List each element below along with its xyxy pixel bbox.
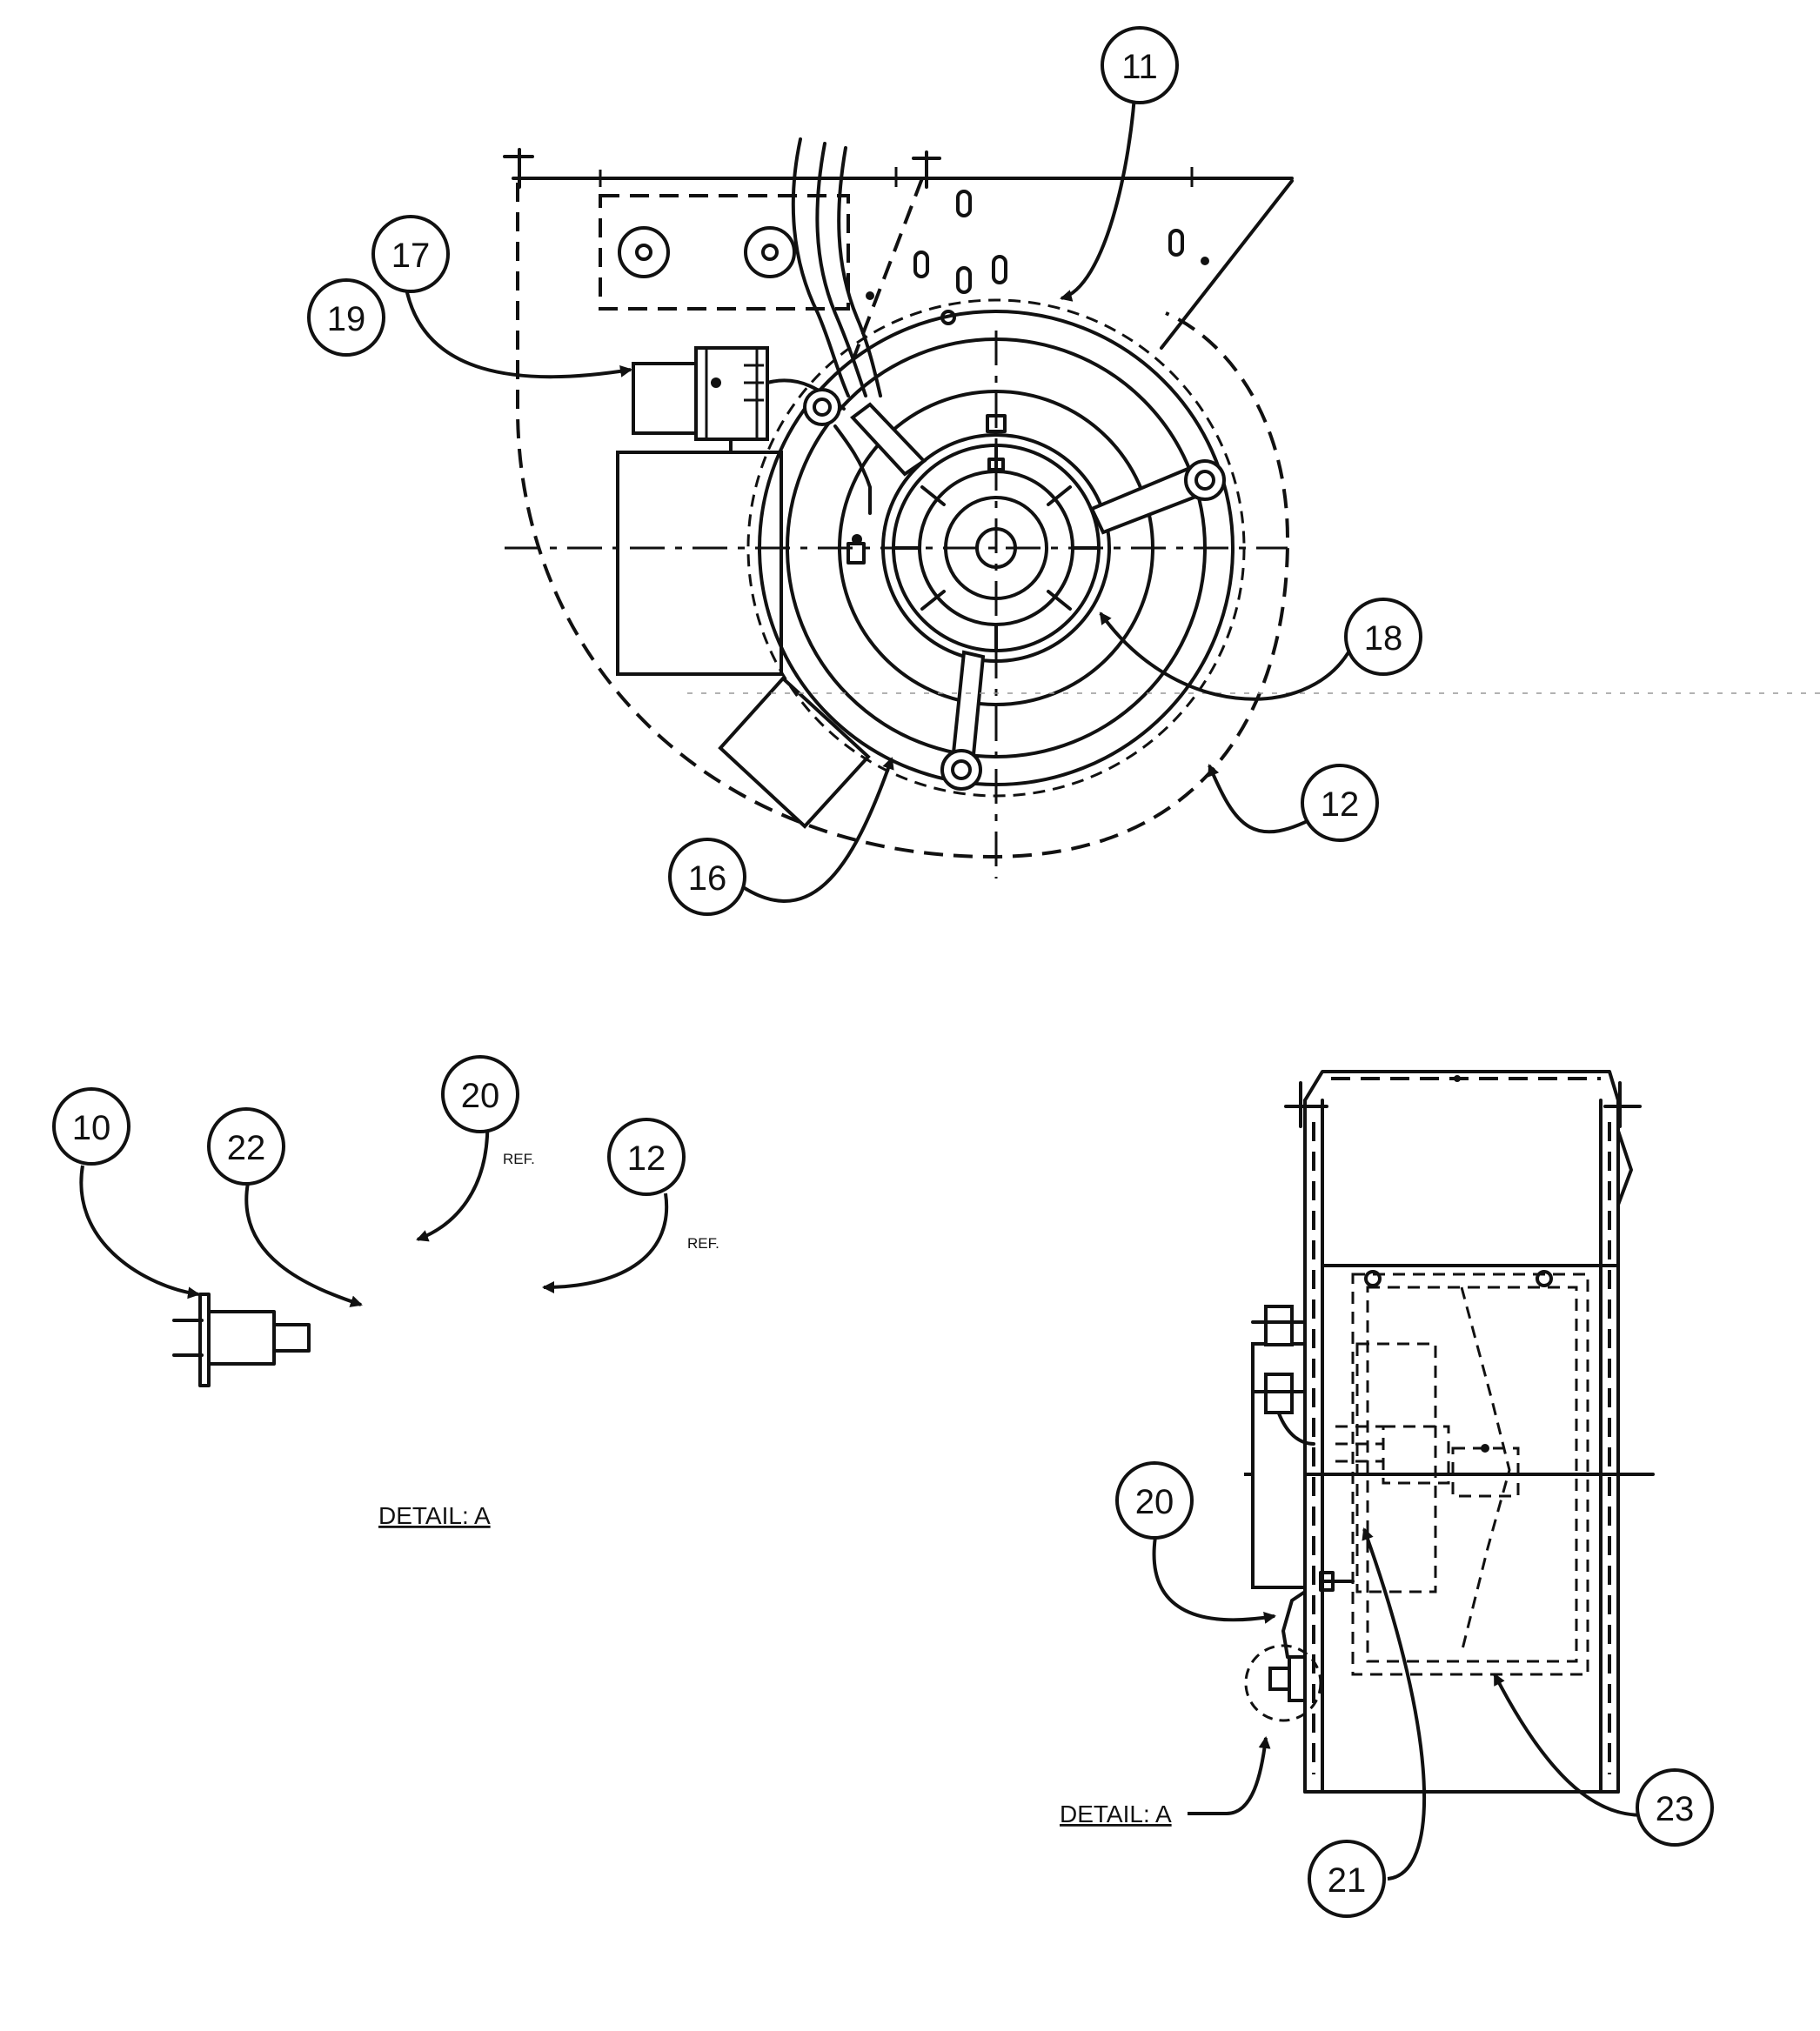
detail-a-caption: DETAIL: A [378, 1502, 491, 1529]
callout-20-side-label: 20 [1135, 1483, 1174, 1521]
callout-10-label: 10 [72, 1109, 111, 1147]
detail-a-pointer-label: DETAIL: A [1060, 1801, 1172, 1827]
callout-18: 18 [1344, 598, 1422, 676]
callout-16: 16 [668, 838, 746, 916]
blower-front-view [503, 137, 1294, 879]
callout-11: 11 [1101, 26, 1179, 104]
callout-21-label: 21 [1328, 1861, 1367, 1900]
callout-12-front: 12 [1301, 764, 1379, 842]
callout-10: 10 [52, 1087, 130, 1166]
callout-23: 23 [1636, 1768, 1714, 1847]
callout-12-detail: 12 [607, 1118, 686, 1196]
callout-12-front-label: 12 [1321, 785, 1360, 824]
callout-22-label: 22 [227, 1129, 266, 1167]
callout-22: 22 [207, 1107, 285, 1186]
callout-20-side: 20 [1115, 1461, 1194, 1540]
callout-18-label: 18 [1364, 619, 1403, 658]
detail-a-view [172, 1293, 311, 1387]
callout-12-detail-label: 12 [627, 1139, 666, 1178]
ref-label-20: REF. [503, 1151, 535, 1167]
callout-20-detail: 20 [441, 1055, 519, 1133]
ref-label-12: REF. [687, 1235, 719, 1252]
callout-21: 21 [1308, 1840, 1386, 1918]
callout-19: 19 [307, 278, 385, 357]
callout-19-label: 19 [327, 300, 366, 338]
callout-11-label: 11 [1121, 48, 1158, 86]
callout-17-label: 17 [391, 237, 431, 275]
blower-side-view [1244, 1070, 1655, 1794]
callout-17: 17 [371, 215, 450, 293]
callout-23-label: 23 [1656, 1790, 1695, 1828]
callout-20-detail-label: 20 [461, 1077, 500, 1115]
callout-16-label: 16 [688, 859, 727, 898]
